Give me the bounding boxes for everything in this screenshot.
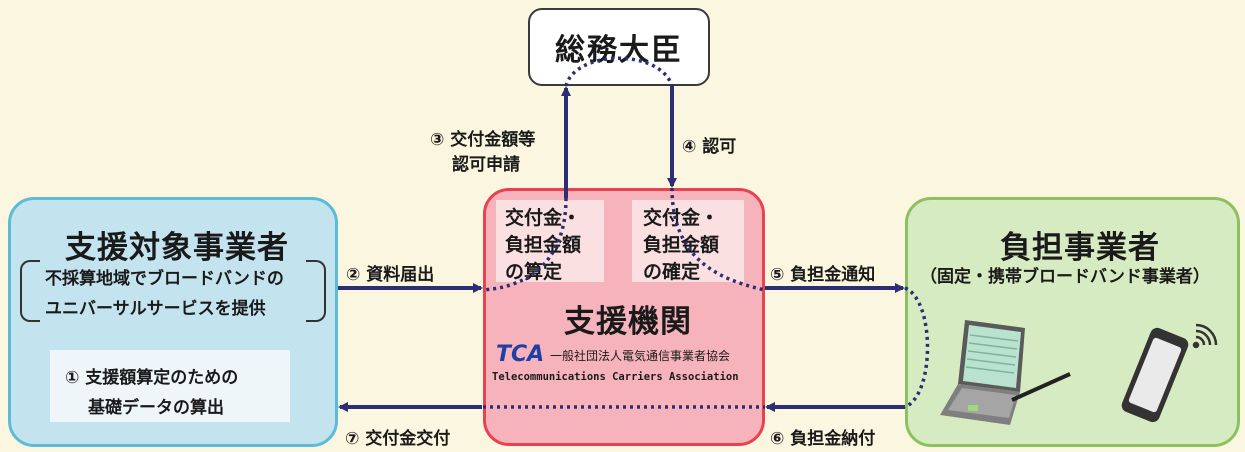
step1-box [50,350,290,422]
dotted-right-vertical [670,187,766,292]
minister-box: 総務大臣 [528,8,710,86]
support-target-desc-line2: ユニバーサルサービスを提供 [45,299,266,319]
step1-line2: 基礎データの算出 [88,398,224,418]
bracket-right [306,260,326,322]
dotted-loop-minister [564,56,674,87]
step3-line2: 認可申請 [452,155,520,175]
step4-label: ④ 認可 [682,137,737,157]
support-agency-title: 支援機関 [564,304,692,340]
step7-label: ⑦ 交付金交付 [345,429,451,449]
burden-title: 負担事業者 [1000,230,1160,266]
bracket-left [20,260,40,322]
calc-left-box [496,200,604,282]
calc-left-line2: 負担金額 [505,234,582,256]
calc-right-box [632,200,744,282]
tca-logo-jp: 一般社団法人電気通信事業者協会 [550,349,731,363]
calc-left-line1: 交付金・ [505,207,582,229]
calc-right-line3: の確定 [643,261,701,283]
smartphone-icon [1121,327,1189,423]
calc-right-line2: 負担金額 [643,234,720,256]
tca-logo-en: Telecommunications Carriers Association [492,371,739,383]
step3-line1: ③ 交付金額等 [430,130,536,150]
tca-logo-mark: TCA [496,342,545,367]
support-target-title: 支援対象事業者 [65,230,289,266]
step2-label: ② 資料届出 [346,265,435,285]
dotted-loop-burden [904,286,930,409]
step1-line1: ① 支援額算定のための [65,368,239,388]
dotted-left-vertical [482,197,568,292]
calc-right-line1: 交付金・ [643,207,720,229]
wifi-icon [1192,323,1218,349]
burden-subtitle: （固定・携帯ブロードバンド事業者） [920,267,1210,287]
laptop-icon [940,320,1071,425]
minister-label: 総務大臣 [555,33,683,68]
support-target-desc-line1: 不採算地域でブロードバンドの [45,269,284,289]
step5-label: ⑤ 負担金通知 [770,265,876,285]
step6-label: ⑥ 負担金納付 [770,429,876,449]
